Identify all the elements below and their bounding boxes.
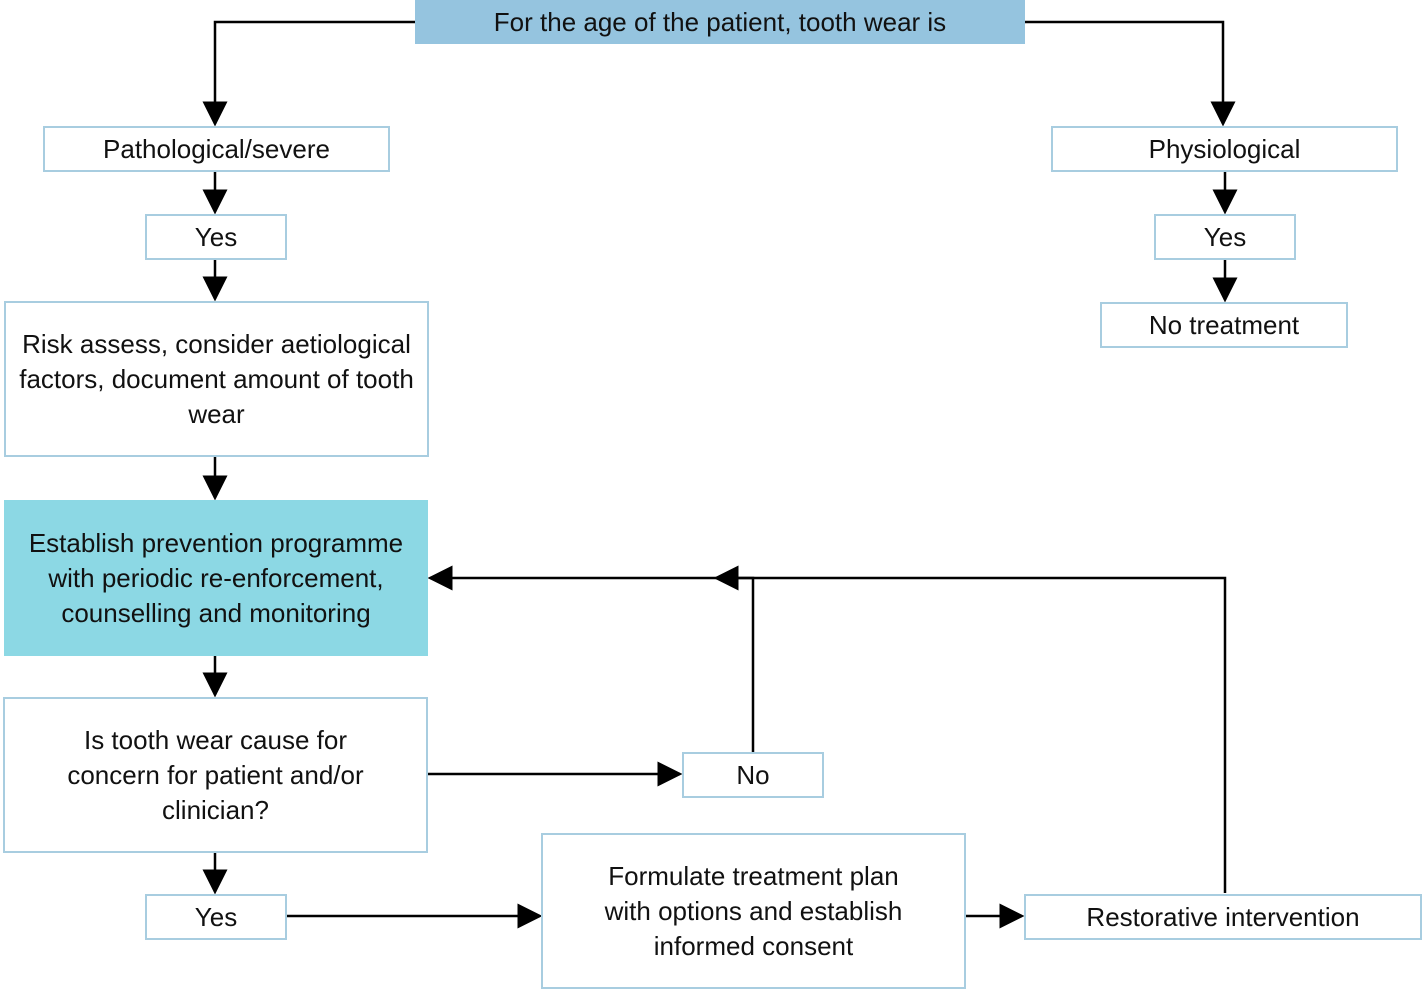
no-treatment-box: No treatment (1100, 302, 1348, 348)
risk-assess-box: Risk assess, consider aetiological facto… (4, 301, 429, 457)
yes-bottom-box: Yes (145, 894, 287, 940)
connector-no-to-prevention (427, 565, 755, 752)
physiological-box: Physiological (1051, 126, 1398, 172)
concern-question-box: Is tooth wear cause for concern for pati… (3, 697, 428, 853)
yes-left-box: Yes (145, 214, 287, 260)
formulate-plan-box: Formulate treatment plan with options an… (541, 833, 966, 989)
pathological-box: Pathological/severe (43, 126, 390, 172)
prevention-programme-box: Establish prevention programme with peri… (4, 500, 428, 656)
top-question-box: For the age of the patient, tooth wear i… (415, 0, 1025, 44)
no-box: No (682, 752, 824, 798)
connector-top-to-physiological (1025, 20, 1236, 127)
yes-right-box: Yes (1154, 214, 1296, 260)
connector-restorative-to-prevention (713, 565, 1227, 893)
connector-top-to-pathological (202, 20, 415, 127)
restorative-intervention-box: Restorative intervention (1024, 894, 1422, 940)
